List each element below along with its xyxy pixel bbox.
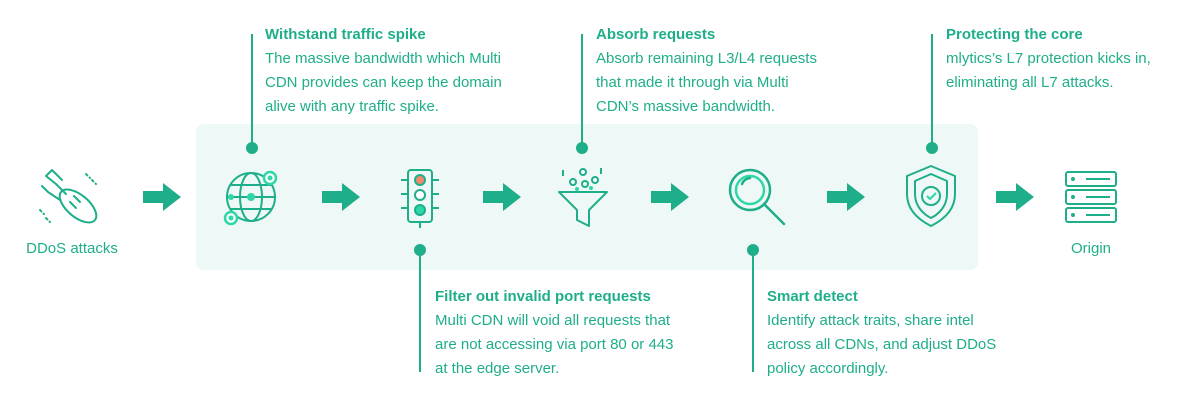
callout-protecting: Protecting the core mlytics’s L7 protect… <box>946 23 1151 95</box>
server-icon <box>1065 171 1117 223</box>
connector-dot <box>246 142 258 154</box>
connector-dot <box>576 142 588 154</box>
callout-smart-detect: Smart detect Identify attack traits, sha… <box>767 285 996 381</box>
callout-line: The massive bandwidth which Multi <box>265 50 501 67</box>
arrow-icon <box>322 183 360 211</box>
connector-line <box>752 250 754 372</box>
callout-filter: Filter out invalid port requests Multi C… <box>435 285 673 381</box>
missile-icon <box>39 169 98 224</box>
connector-line <box>931 34 933 146</box>
callout-line: at the edge server. <box>435 360 560 377</box>
callout-title: Smart detect <box>767 288 858 305</box>
callout-line: are not accessing via port 80 or 443 <box>435 336 674 353</box>
callout-line: policy accordingly. <box>767 360 889 377</box>
callout-title: Absorb requests <box>596 26 716 43</box>
callout-line: eliminating all L7 attacks. <box>946 74 1114 91</box>
source-label: DDoS attacks <box>26 240 118 257</box>
connector-dot <box>414 244 426 256</box>
arrow-icon <box>143 183 181 211</box>
shield-icon <box>906 165 956 227</box>
callout-title: Withstand traffic spike <box>265 26 426 43</box>
callout-withstand: Withstand traffic spike The massive band… <box>265 23 502 119</box>
callout-line: CDN provides can keep the domain <box>265 74 502 91</box>
arrow-icon <box>827 183 865 211</box>
globe-icon <box>223 170 278 226</box>
arrow-icon <box>483 183 521 211</box>
traffic-light-icon <box>401 169 439 228</box>
connector-line <box>419 250 421 372</box>
callout-title: Filter out invalid port requests <box>435 288 651 305</box>
funnel-icon <box>558 168 608 227</box>
callout-line: Absorb remaining L3/L4 requests <box>596 50 817 67</box>
callout-title: Protecting the core <box>946 26 1083 43</box>
callout-absorb: Absorb requests Absorb remaining L3/L4 r… <box>596 23 817 119</box>
callout-line: Multi CDN will void all requests that <box>435 312 671 329</box>
callout-line: that made it through via Multi <box>596 74 789 91</box>
arrow-icon <box>996 183 1034 211</box>
connector-dot <box>926 142 938 154</box>
callout-line: CDN’s massive bandwidth. <box>596 98 775 115</box>
callout-line: across all CDNs, and adjust DDoS <box>767 336 997 353</box>
callout-line: Identify attack traits, share intel <box>767 312 974 329</box>
target-label: Origin <box>1070 240 1111 257</box>
magnifier-icon <box>728 168 786 226</box>
callout-line: alive with any traffic spike. <box>265 98 439 115</box>
connector-line <box>251 34 253 146</box>
connector-dot <box>747 244 759 256</box>
connector-line <box>581 34 583 146</box>
callout-line: mlytics’s L7 protection kicks in, <box>946 50 1151 67</box>
arrow-icon <box>651 183 689 211</box>
